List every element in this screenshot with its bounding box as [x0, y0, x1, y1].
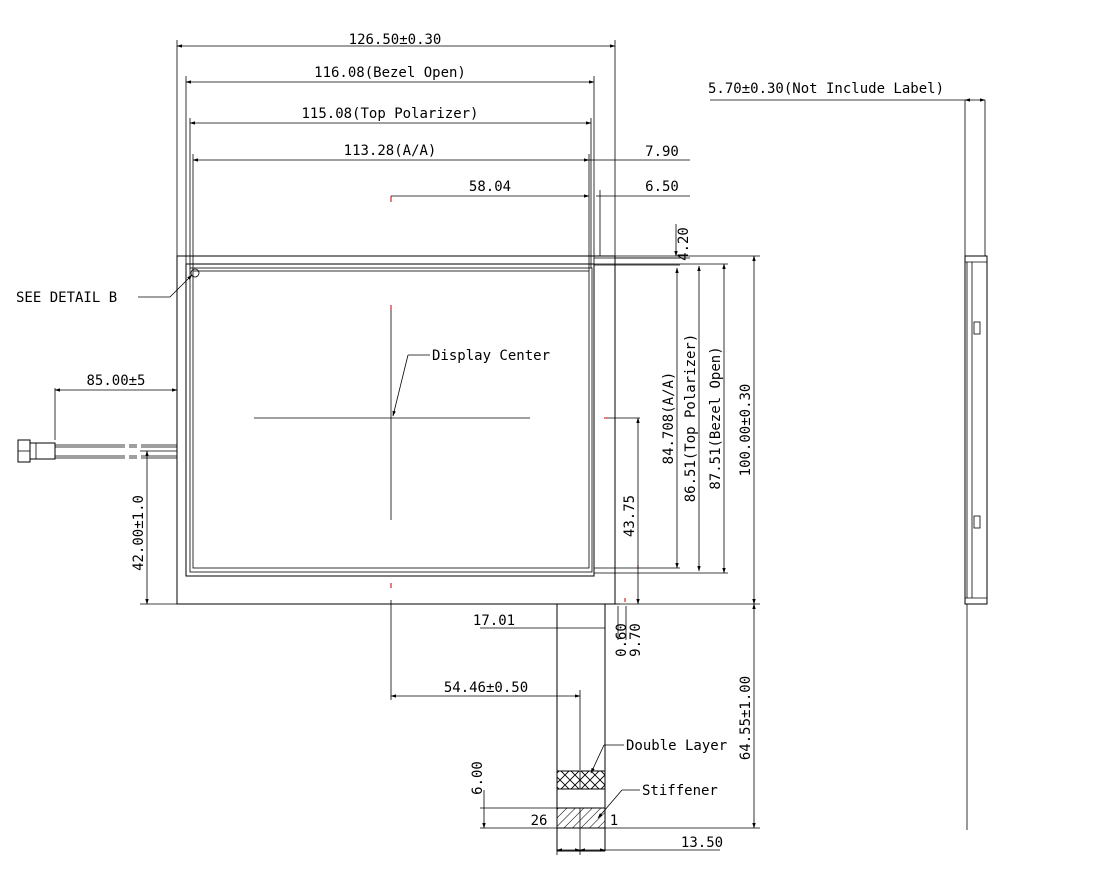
- dim-600: 6.00: [470, 761, 486, 795]
- stiffener-region: [556, 807, 606, 829]
- side-view: 5.70±0.30(Not Include Label): [708, 81, 988, 830]
- dim-970: 9.70: [628, 623, 644, 657]
- dim-420: 4.20: [676, 227, 692, 261]
- dim-bezel-open-width: 116.08(Bezel Open): [314, 65, 466, 81]
- dim-fpc-length: 64.55±1.00: [738, 676, 754, 760]
- dim-5804: 58.04: [469, 179, 511, 195]
- dim-1350: 13.50: [681, 835, 723, 851]
- detail-b-marker: [190, 268, 200, 278]
- double-layer-label: Double Layer: [626, 738, 727, 754]
- see-detail-b-label: SEE DETAIL B: [16, 290, 117, 306]
- dim-polarizer-height: 86.51(Top Polarizer): [683, 334, 699, 503]
- dim-5446: 54.46±0.50: [444, 680, 528, 696]
- front-view: [176, 196, 680, 605]
- stiffener-label: Stiffener: [642, 783, 718, 799]
- dim-cable-length: 85.00±5: [86, 373, 145, 389]
- left-annotations: SEE DETAIL B 85.00±5 42.00±1.0: [16, 274, 193, 605]
- dim-total-width: 126.50±0.30: [349, 32, 442, 48]
- bezel-opening: [185, 263, 595, 577]
- fpc-pin-1: 1: [610, 813, 618, 829]
- top-polarizer-outline: [189, 267, 593, 573]
- cable-connector: [17, 439, 56, 463]
- dim-4375: 43.75: [622, 495, 638, 537]
- double-layer-region: [556, 770, 606, 790]
- active-area-outline: [192, 270, 590, 569]
- dim-active-area-width: 113.28(A/A): [344, 143, 437, 159]
- dim-060: 0.60: [614, 623, 630, 657]
- module-outline: [176, 255, 616, 605]
- dim-total-height: 100.00±0.30: [738, 384, 754, 477]
- dim-cable-position: 42.00±1.0: [131, 495, 147, 571]
- dim-thickness: 5.70±0.30(Not Include Label): [708, 81, 944, 97]
- display-center-callout: Display Center: [392, 348, 550, 417]
- dim-polarizer-width: 115.08(Top Polarizer): [301, 106, 478, 122]
- fpc-pin-26: 26: [531, 813, 548, 829]
- fpc-tail: 17.01 0.60 9.70 54.46±0.50 64.55±1.00 Do…: [390, 600, 760, 855]
- right-dimensions: 84.708(A/A) 86.51(Top Polarizer) 87.51(B…: [594, 255, 760, 605]
- dim-790: 7.90: [645, 144, 679, 160]
- dim-bezel-open-height: 87.51(Bezel Open): [708, 346, 724, 489]
- top-dimensions: 126.50±0.30 116.08(Bezel Open) 115.08(To…: [176, 32, 692, 271]
- side-profile: [964, 255, 988, 605]
- dim-1701: 17.01: [473, 613, 515, 629]
- display-center-label: Display Center: [432, 348, 550, 364]
- dim-active-area-height: 84.708(A/A): [661, 372, 677, 465]
- dim-650: 6.50: [645, 179, 679, 195]
